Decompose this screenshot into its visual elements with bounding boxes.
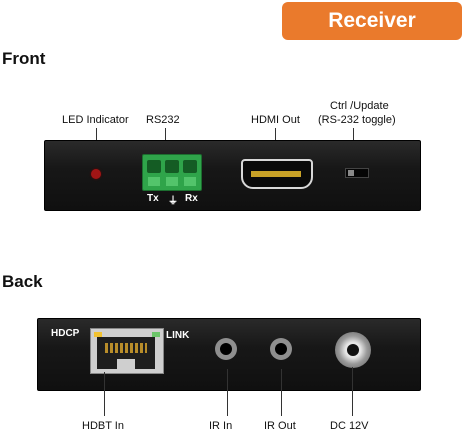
hdbt-in-port[interactable] xyxy=(90,328,164,374)
link-label: LINK xyxy=(166,330,190,341)
rs232-toggle-label: (RS-232 toggle) xyxy=(318,114,396,126)
link-led xyxy=(152,332,160,337)
ir-out-label: IR Out xyxy=(264,420,296,432)
ir-out-hole xyxy=(275,343,287,355)
ground-icon: ⏚ xyxy=(168,196,178,207)
led-indicator xyxy=(91,169,101,179)
terminal-screw-1 xyxy=(147,160,161,173)
hdmi-out-port[interactable] xyxy=(241,159,313,189)
switch-knob xyxy=(348,170,354,176)
tx-pin-label: Tx xyxy=(147,193,159,204)
dc-12v-jack[interactable] xyxy=(335,332,371,368)
terminal-slot-3 xyxy=(184,177,196,186)
ir-in-label: IR In xyxy=(209,420,233,432)
hdcp-led xyxy=(94,332,102,337)
ir-out-leader-line xyxy=(281,369,282,416)
ctrl-update-switch[interactable] xyxy=(345,168,369,178)
ir-in-hole xyxy=(220,343,232,355)
receiver-badge: Receiver xyxy=(282,2,462,40)
ir-out-jack[interactable] xyxy=(270,338,292,360)
front-section-title: Front xyxy=(2,49,46,68)
rj45-contacts xyxy=(105,343,147,353)
terminal-slot-2 xyxy=(166,177,178,186)
terminal-slot-1 xyxy=(148,177,160,186)
dc-12v-label: DC 12V xyxy=(330,420,369,432)
hdbt-leader-line xyxy=(104,372,105,416)
terminal-screw-2 xyxy=(165,160,179,173)
rs232-terminal-block[interactable] xyxy=(142,154,202,191)
receiver-badge-text: Receiver xyxy=(328,9,416,32)
dc-leader-line xyxy=(352,367,353,416)
terminal-screw-3 xyxy=(183,160,197,173)
back-panel: HDCP LINK xyxy=(37,318,421,391)
back-section-title: Back xyxy=(2,272,43,291)
rs232-label: RS232 xyxy=(146,114,180,126)
ir-in-leader-line xyxy=(227,369,228,416)
rj45-socket xyxy=(97,337,155,369)
hdbt-in-label: HDBT In xyxy=(82,420,124,432)
hdmi-pin-strip xyxy=(251,171,301,177)
rj45-latch-notch xyxy=(117,359,135,369)
hdmi-out-label: HDMI Out xyxy=(251,114,300,126)
ir-in-jack[interactable] xyxy=(215,338,237,360)
hdcp-label: HDCP xyxy=(51,328,80,339)
ctrl-update-label: Ctrl /Update xyxy=(330,100,389,112)
led-indicator-label: LED Indicator xyxy=(62,114,129,126)
front-panel: Tx ⏚ Rx xyxy=(44,140,421,211)
rx-pin-label: Rx xyxy=(185,193,198,204)
dc-pin-hole xyxy=(347,344,359,356)
